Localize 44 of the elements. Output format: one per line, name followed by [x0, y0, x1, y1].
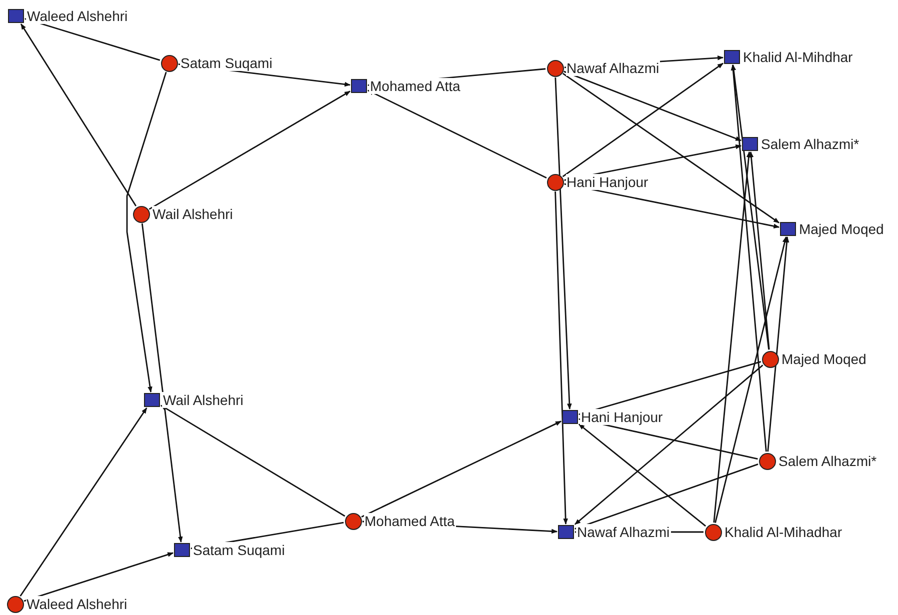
- arrow: [126, 72, 167, 393]
- node-label: Khalid Al-Mihadhar: [724, 524, 844, 540]
- arrow: [367, 90, 547, 178]
- arrow: [20, 24, 137, 206]
- node-label: Waleed Alshehri: [26, 596, 128, 612]
- arrow: [574, 364, 764, 525]
- node-label: Hani Hanjour: [580, 409, 664, 425]
- node-label: Nawaf Alhazmi: [576, 524, 671, 540]
- arrow: [554, 191, 568, 525]
- node-label: Satam Suqami: [192, 542, 286, 558]
- node-label: Wail Alshehri: [152, 206, 234, 222]
- node-label: Majed Moqed: [798, 221, 885, 237]
- node-label: Mohamed Atta: [364, 513, 456, 529]
- node-label: Hani Hanjour: [566, 174, 650, 190]
- node-label: Salem Alhazmi*: [778, 453, 878, 469]
- arrow: [24, 18, 160, 61]
- node-label: Mohamed Atta: [369, 78, 462, 94]
- arrow: [562, 72, 780, 224]
- arrow: [148, 90, 351, 210]
- node-label: Nawaf Alhazmi: [566, 60, 660, 76]
- arrow: [562, 62, 724, 178]
- node-label: Waleed Alshehri: [26, 8, 129, 24]
- node-label: Wail Alshehri: [162, 392, 244, 408]
- arrow: [24, 552, 174, 602]
- node-label: Khalid Al-Mihdhar: [742, 49, 854, 65]
- node-label: Majed Moqed: [780, 351, 868, 367]
- arrow: [713, 151, 752, 523]
- arrow: [748, 151, 770, 350]
- arrow: [731, 64, 770, 350]
- arrow: [767, 236, 790, 452]
- arrow: [730, 64, 767, 452]
- arrow: [554, 77, 572, 410]
- arrow: [361, 420, 562, 518]
- arrow: [160, 404, 346, 517]
- arrow: [564, 70, 742, 142]
- arrow: [714, 236, 788, 523]
- arrow: [20, 408, 148, 596]
- arrow: [564, 183, 780, 228]
- arrow: [574, 464, 758, 530]
- arrow: [141, 223, 183, 543]
- arrow: [578, 360, 762, 416]
- node-label: Satam Suqami: [180, 55, 274, 71]
- arrow: [578, 424, 706, 527]
- node-label: Salem Alhazmi*: [760, 136, 860, 152]
